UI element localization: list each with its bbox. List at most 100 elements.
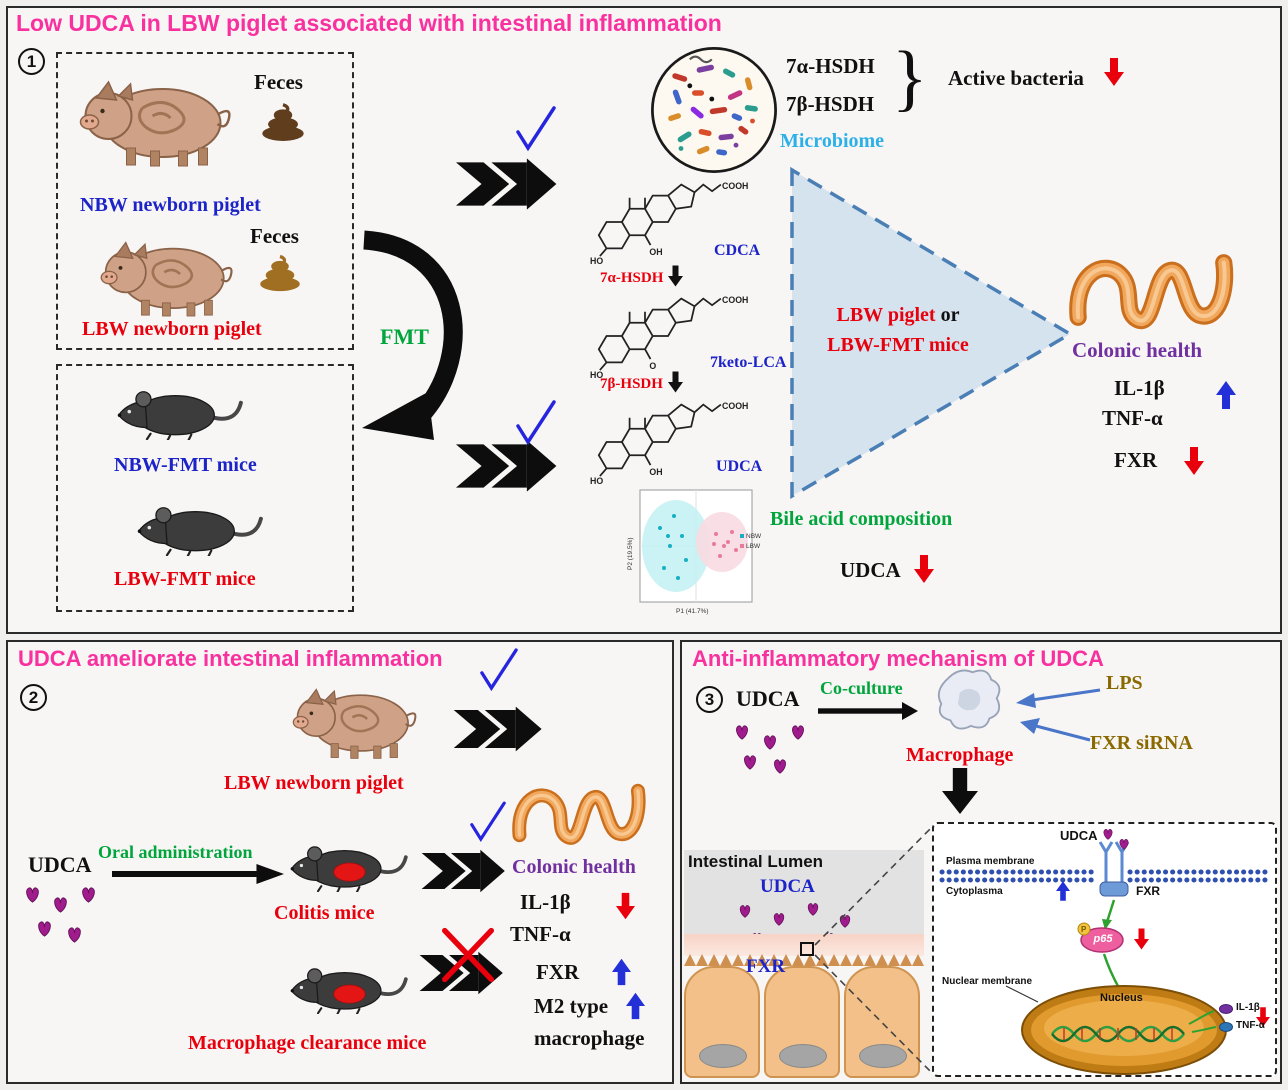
reaction-arrow-2 <box>668 370 683 394</box>
check-icon-bottom <box>516 400 556 446</box>
udca-molecule-icon <box>838 914 852 928</box>
cell-nucleus <box>699 1044 747 1068</box>
plasma-membrane-label: Plasma membrane <box>946 856 1035 867</box>
panel-2: UDCA ameliorate intestinal inflammation … <box>6 640 674 1084</box>
udca-molecule-icon <box>66 926 83 943</box>
udca-molecule-icon <box>762 734 778 750</box>
enzyme1-label: 7α-HSDH <box>600 270 664 286</box>
pca-legend-lbw: LBW <box>746 543 761 550</box>
microbiome-illustration <box>648 44 780 176</box>
macrophage-clearance-label: Macrophage clearance mice <box>188 1032 427 1054</box>
clearance-mouse-illustration <box>284 956 410 1014</box>
udca-molecule-icon <box>36 920 53 937</box>
brace-glyph: } <box>892 37 928 119</box>
epithelial-cell <box>844 966 920 1078</box>
mechanism-inset-art: P <box>939 829 1271 1075</box>
udca-molecule-icon <box>742 754 758 770</box>
il1b-label: IL-1β <box>1114 376 1165 400</box>
lbw-piglet-illustration <box>96 230 236 318</box>
colitis-result-arrow <box>420 848 526 894</box>
panel1-title: Low UDCA in LBW piglet associated with i… <box>16 10 722 36</box>
tnfa-label: TNF-α <box>510 922 571 946</box>
macrophage-illustration <box>932 664 1006 736</box>
oral-administration-label: Oral administration <box>98 842 253 862</box>
co-culture-label: Co-culture <box>820 678 903 698</box>
udca-molecule-icon <box>80 886 97 903</box>
il1b-label: IL-1β <box>520 890 571 914</box>
hsdh-beta-label: 7β-HSDH <box>786 92 875 116</box>
enzyme2-label: 7β-HSDH <box>600 376 663 392</box>
cooh-label: COOH <box>722 401 748 411</box>
cell-nucleus <box>859 1044 907 1068</box>
epithelial-cell <box>684 966 760 1078</box>
fxr-sirna-label: FXR siRNA <box>1090 732 1193 754</box>
keto-lca-name: 7keto-LCA <box>710 354 787 371</box>
udca-molecule-icon <box>790 724 806 740</box>
fmt-label: FMT <box>380 324 429 349</box>
triangle-or-text: or <box>940 304 960 326</box>
p65-label: p65 <box>1093 933 1113 945</box>
fmt-curved-arrow <box>362 230 463 440</box>
m2-type-label: M2 type <box>534 994 609 1018</box>
zoom-source-square <box>800 942 814 956</box>
feces-icon-nbw <box>260 102 306 142</box>
check-icon-colitis <box>470 800 506 844</box>
colitis-mouse-illustration <box>284 834 410 892</box>
udca-down-arrow-icon <box>914 554 934 584</box>
intestinal-lumen-label: Intestinal Lumen <box>688 852 824 871</box>
pca-plot: NBW LBW P1 (41.7%) P2 (19.5%) <box>627 489 762 615</box>
colon-illustration <box>506 776 658 850</box>
phospho-label: P <box>1081 925 1087 934</box>
inset-fxr-label: FXR <box>1136 884 1160 898</box>
check-icon-piglet <box>480 648 518 692</box>
panel-1: Low UDCA in LBW piglet associated with i… <box>6 6 1282 634</box>
comparison-triangle <box>790 166 1074 500</box>
panel3-title: Anti-inflammatory mechanism of UDCA <box>692 646 1104 671</box>
x-mark-icon <box>440 924 496 986</box>
mechanism-down-arrow <box>942 768 978 814</box>
fxr-down-arrow-icon <box>1184 446 1204 476</box>
nbw-piglet-illustration <box>72 68 237 168</box>
analysis-arrow-bottom <box>454 440 582 492</box>
pca-xlabel: P1 (41.7%) <box>676 608 709 615</box>
colon-illustration <box>1064 244 1246 336</box>
panel1-number-badge: 1 <box>18 48 45 75</box>
colonic-health-label: Colonic health <box>1072 338 1203 362</box>
udca-molecule-icon <box>772 758 788 774</box>
lbw-fmt-mice-label: LBW-FMT mice <box>114 568 256 590</box>
triangle-label-line2: LBW-FMT mice <box>827 334 969 356</box>
oh-label: OH <box>649 247 662 257</box>
cytoplasma-label: Cytoplasma <box>946 886 1003 897</box>
feces-label-nbw: Feces <box>254 70 303 94</box>
nbw-fmt-mouse-illustration <box>108 378 248 440</box>
pca-legend-nbw: NBW <box>746 533 762 540</box>
m2-macrophage-label: macrophage <box>534 1026 645 1050</box>
cooh-label: COOH <box>722 181 748 191</box>
analysis-arrow-top <box>454 158 582 210</box>
bile-acid-composition-label: Bile acid composition <box>770 508 953 530</box>
tnfa-label: TNF-α <box>1102 406 1163 430</box>
reaction-arrow-1 <box>668 264 683 288</box>
lbw-piglet-label: LBW newborn piglet <box>224 772 404 794</box>
panel2-title: UDCA ameliorate intestinal inflammation <box>18 646 443 671</box>
ho-label: HO <box>590 370 603 380</box>
nuclear-membrane-label: Nuclear membrane <box>942 976 1033 987</box>
pca-ylabel: P2 (19.5%) <box>627 537 634 570</box>
udca-molecule-icon <box>52 896 69 913</box>
panel3-number-badge: 3 <box>696 686 723 713</box>
epithelial-cell <box>764 966 840 1078</box>
triangle-label-line1: LBW piglet or <box>798 304 998 327</box>
feces-icon-lbw <box>258 254 302 292</box>
inset-udca-label: UDCA <box>1060 828 1098 843</box>
udca-molecule-icon <box>806 902 820 916</box>
hsdh-alpha-label: 7α-HSDH <box>786 54 875 78</box>
piglet-result-arrow <box>452 706 564 752</box>
ho-label: HO <box>590 476 603 486</box>
fmt-mice-box <box>56 364 354 612</box>
udca-molecule-icon <box>734 724 750 740</box>
udca-molecule-icon <box>24 886 41 903</box>
microbiome-label: Microbiome <box>780 130 885 152</box>
colonic-health-label: Colonic health <box>512 856 636 878</box>
oral-administration-arrow <box>112 864 284 884</box>
macrophage-label: Macrophage <box>906 744 1014 766</box>
